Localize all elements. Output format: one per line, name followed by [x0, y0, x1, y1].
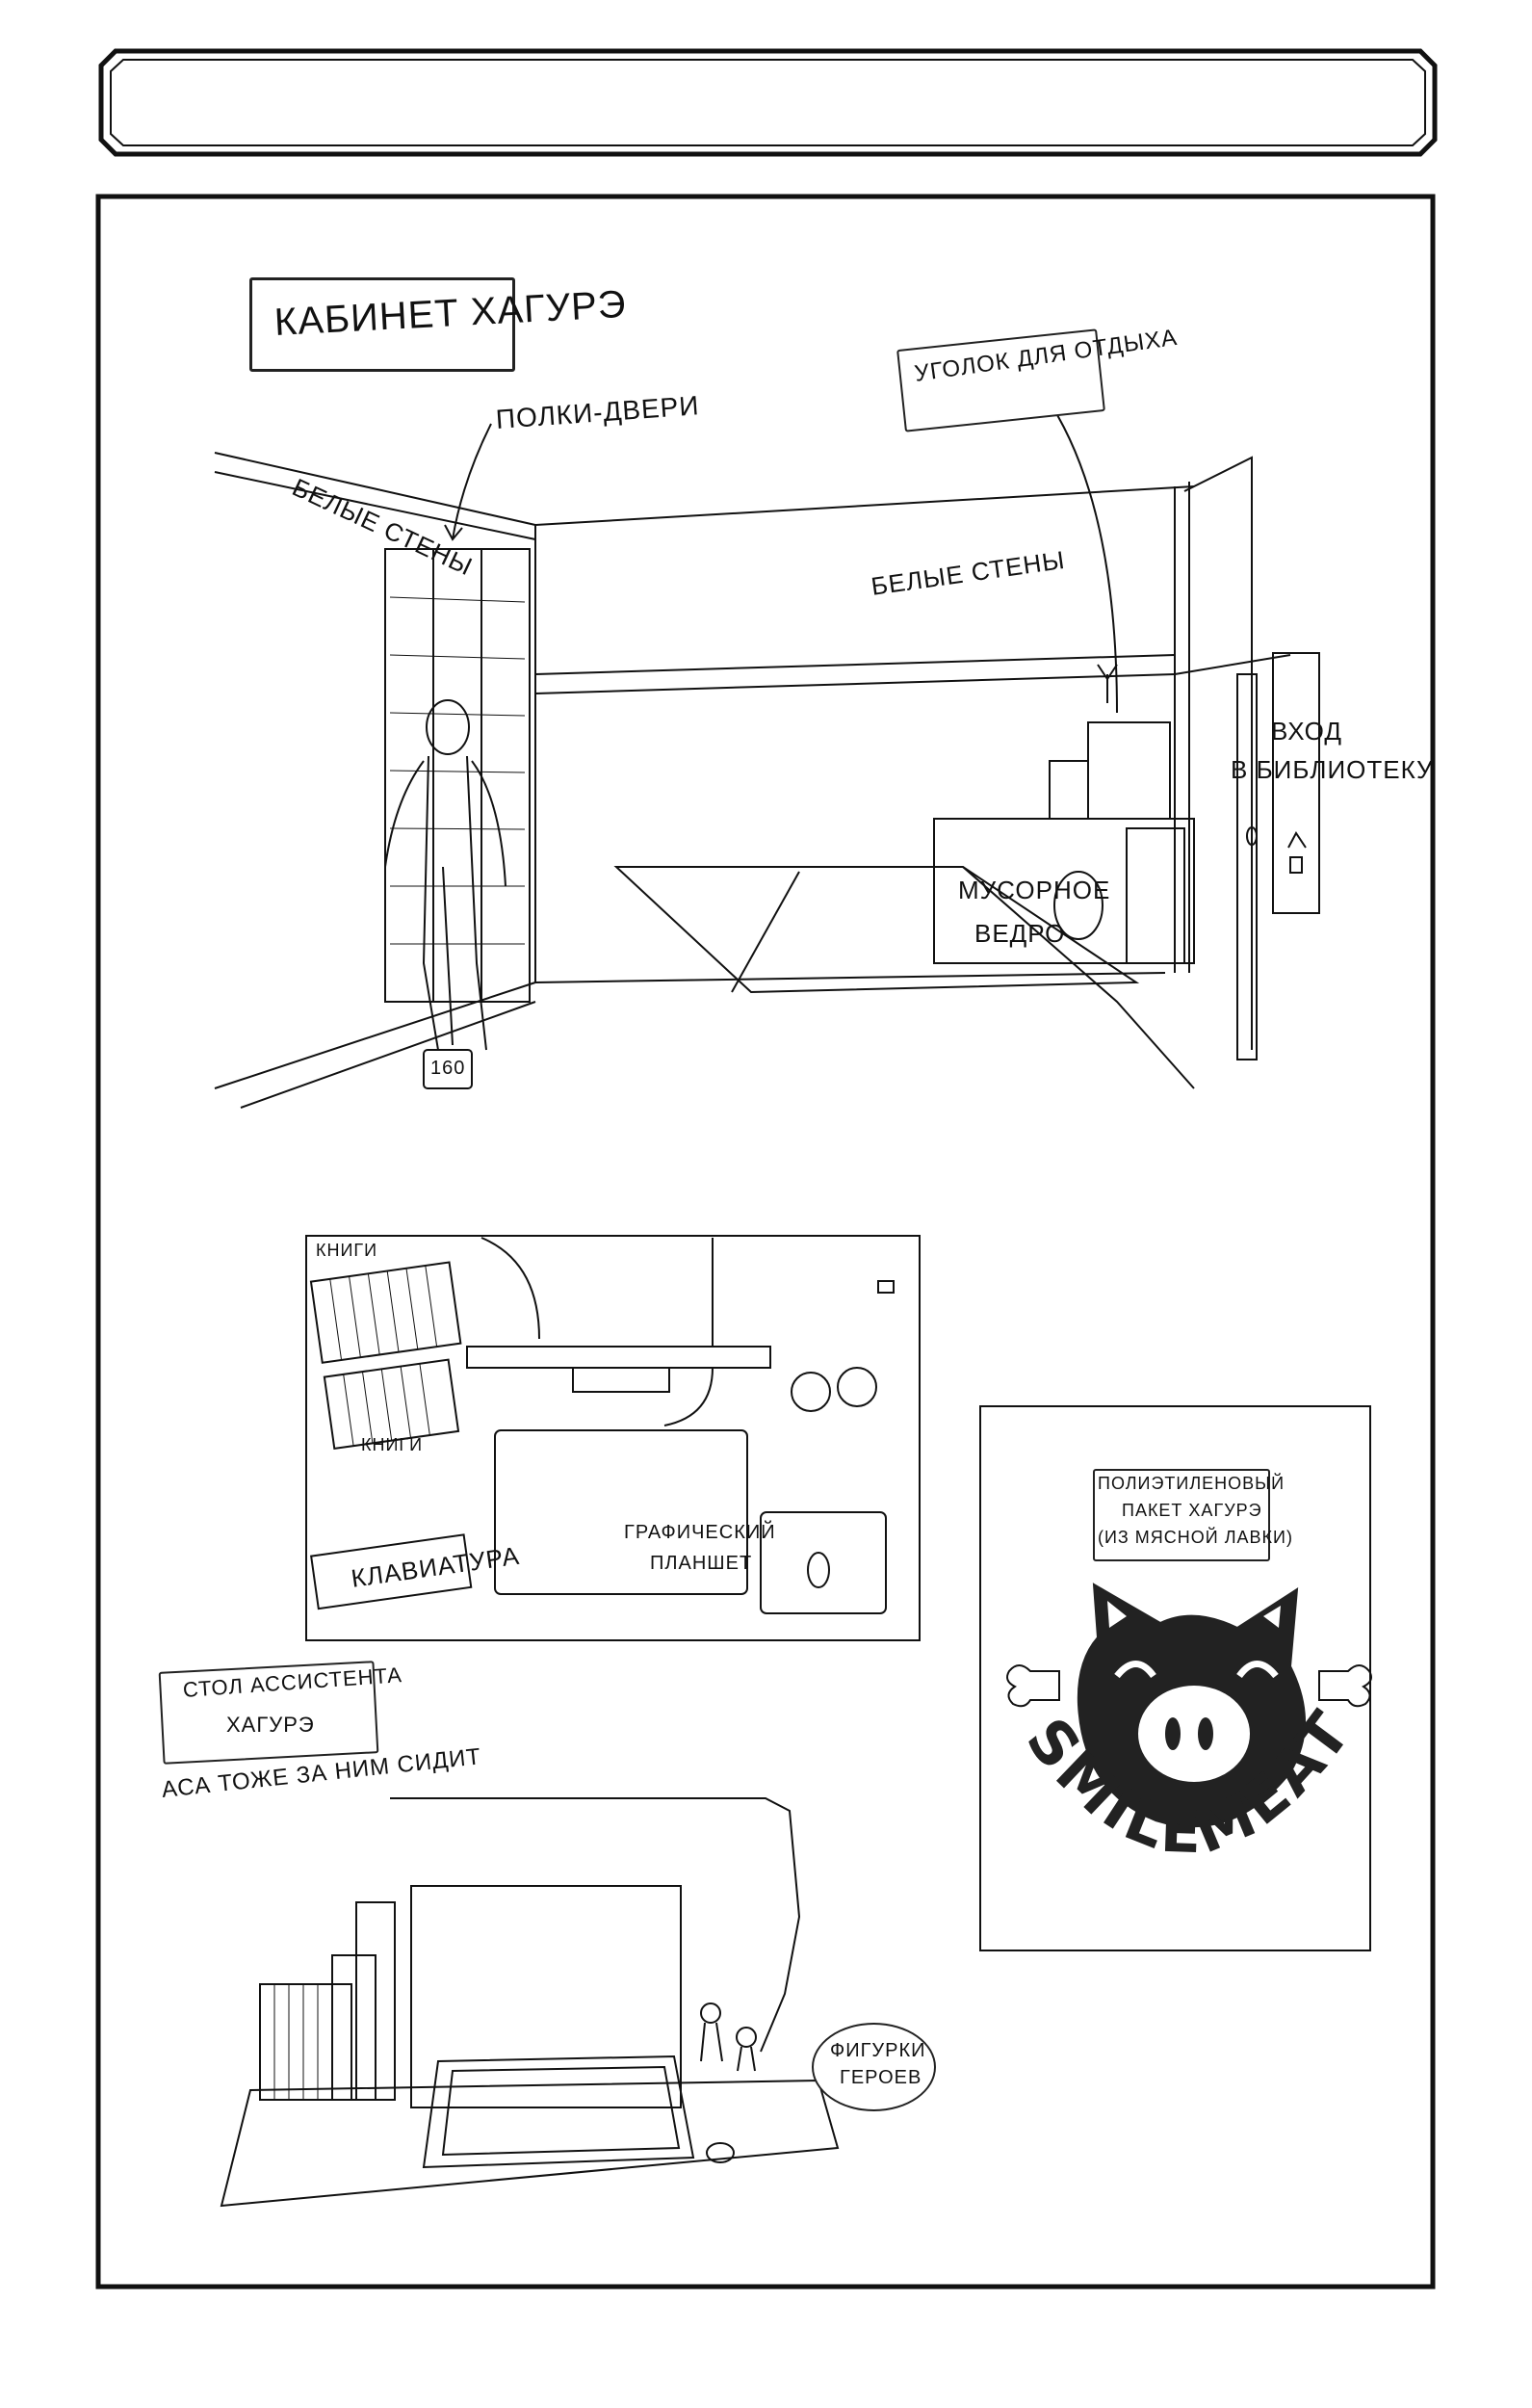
figures-bubble [812, 2023, 936, 2111]
figures-label-1: Фигурки [830, 2040, 926, 2061]
bag-caption-2: пакет Хагурэ [1122, 1501, 1262, 1520]
room-title-box [249, 277, 515, 372]
height-tag: 160 [430, 1058, 466, 1079]
library-entrance-label-1: Вход [1271, 717, 1342, 746]
smilemeat-logo [1006, 1583, 1372, 1828]
trash-bin-label-2: ведро [974, 919, 1066, 948]
tablet-label-2: планшет [650, 1553, 753, 1574]
books-label-2: Книги [361, 1435, 424, 1454]
library-entrance-label-2: в библиотеку [1231, 755, 1434, 784]
figures-label-2: героев [840, 2067, 922, 2088]
bag-caption-1: Полиэтиленовый [1098, 1474, 1285, 1493]
smilemeat-logo-text: SMILEMEAT [1013, 1696, 1366, 1867]
assistant-desk-front [220, 1797, 840, 2208]
trash-bin-label-1: Мусорное [958, 876, 1111, 904]
header-banner-frame [98, 48, 1438, 157]
tablet-label-1: Графический [624, 1522, 776, 1543]
bag-caption-box [1093, 1469, 1270, 1561]
assistant-desk-title-2: Хагурэ [226, 1713, 315, 1737]
room-sketch [214, 394, 1320, 1109]
desk-top-view [305, 1235, 921, 1641]
smilemeat-logo-textpath: SMILEMEAT [1013, 1696, 1363, 1867]
bag-caption-3: (из мясной лавки) [1098, 1528, 1293, 1547]
books-label-1: Книги [316, 1241, 378, 1260]
main-panel-border [95, 194, 1436, 2290]
